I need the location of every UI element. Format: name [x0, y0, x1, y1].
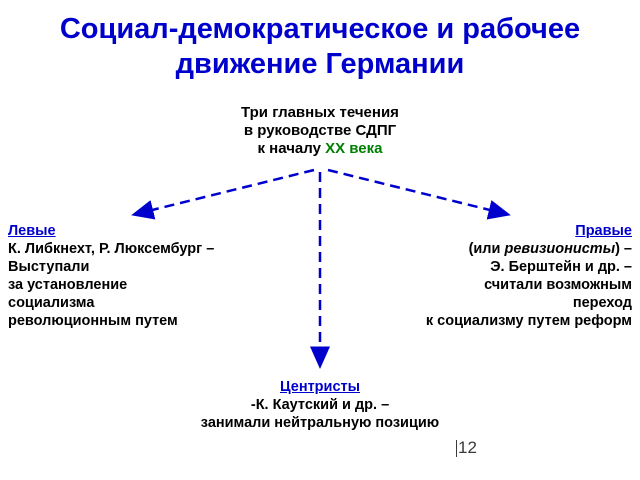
center-branch: Центристы -К. Каутский и др. – занимали …	[0, 378, 640, 432]
right-branch-line3-suffix: и др. –	[580, 259, 632, 275]
intro-line3-highlight: XX века	[325, 140, 383, 157]
left-branch-line6: революционным путем	[8, 313, 178, 329]
right-branch-line5: переход	[572, 295, 632, 311]
intro-line3: к началу XX века	[0, 140, 640, 158]
left-branch-line2: К. Либкнехт, Р. Люксембург –	[8, 240, 214, 258]
right-branch-line2-prefix: (или	[468, 241, 505, 257]
right-branch-line3: Э. Берштейн и др. –	[426, 258, 632, 276]
center-branch-line2: -К. Каутский и др. –	[0, 396, 640, 414]
slide-title-line1: Социал-демократическое и рабочее	[59, 13, 581, 45]
left-branch-dash: –	[202, 241, 215, 257]
right-branch-line4: считали возможным	[484, 277, 632, 293]
center-branch-name: К. Каутский	[255, 397, 338, 413]
page-number: 12	[456, 438, 477, 458]
intro-text: Три главных течения в руководстве СДПГ к…	[0, 104, 640, 158]
center-branch-line3: занимали нейтральную позицию	[200, 415, 440, 431]
left-branch-heading: Левые	[8, 223, 56, 239]
left-branch-line5: социализма	[8, 295, 95, 311]
right-branch-line2-suffix: ) –	[615, 241, 632, 257]
text-cursor	[456, 439, 457, 457]
left-branch-line4: за установление	[8, 277, 128, 293]
center-branch-line2-prefix: -	[250, 397, 256, 413]
right-branch-name: Э. Берштейн	[490, 259, 581, 275]
right-branch-revisionists: ревизионисты	[504, 241, 616, 257]
right-branch-heading: Правые	[575, 223, 632, 239]
center-branch-line2-suffix: и др. –	[338, 397, 390, 413]
intro-line2: в руководстве СДПГ	[243, 122, 397, 139]
intro-line1: Три главных течения	[241, 104, 399, 121]
right-branch-line2: (или ревизионисты) –	[426, 240, 632, 258]
left-branch: Левые К. Либкнехт, Р. Люксембург – Высту…	[8, 222, 214, 330]
right-branch: Правые (или ревизионисты) – Э. Берштейн …	[426, 222, 632, 330]
page-number-value: 12	[458, 438, 477, 457]
right-branch-line6: к социализму путем реформ	[425, 313, 632, 329]
arrow-left	[131, 168, 315, 220]
left-branch-line3: Выступали	[8, 259, 90, 275]
intro-line3-prefix: к началу	[257, 140, 326, 157]
arrow-right	[327, 168, 511, 220]
left-branch-names: К. Либкнехт, Р. Люксембург	[8, 241, 203, 257]
center-branch-heading: Центристы	[279, 379, 360, 395]
slide-title-line2: движение Германии	[175, 47, 465, 80]
slide-title: Социал-демократическое и рабочее движени…	[0, 12, 640, 82]
